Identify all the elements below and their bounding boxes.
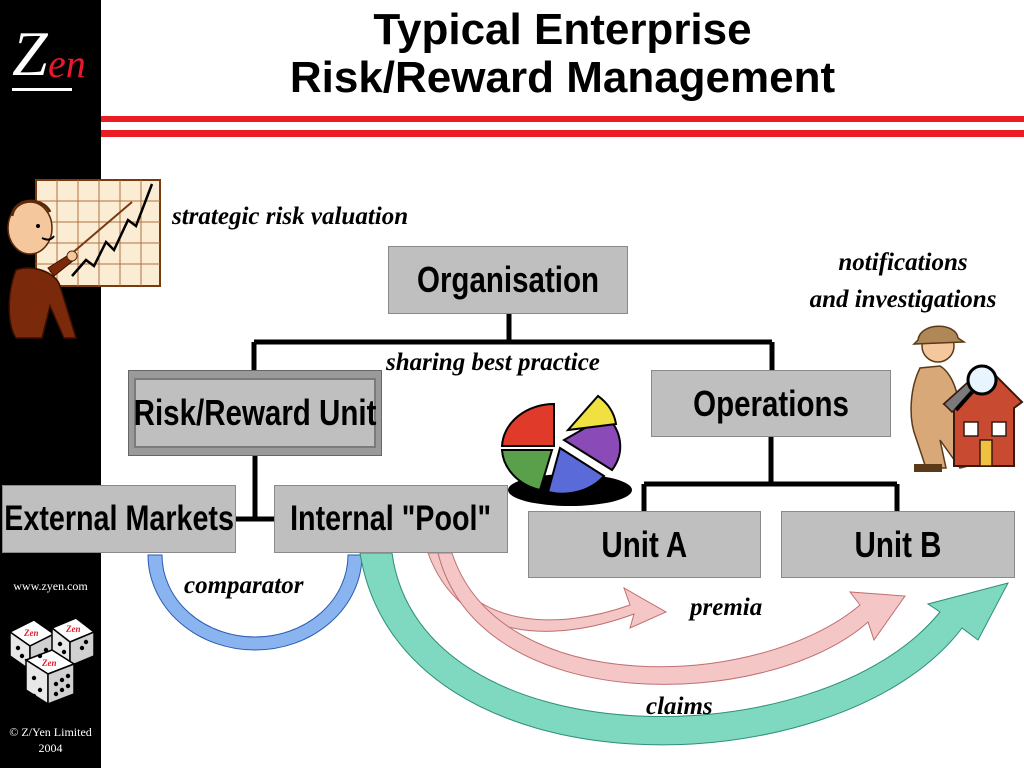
comparator-arc (147, 554, 363, 651)
zyen-logo: Z en (8, 22, 96, 102)
notifications-line1: notifications (838, 249, 968, 276)
website-link[interactable]: www.zyen.com (13, 579, 88, 593)
external-markets-label: External Markets (4, 499, 234, 538)
copyright-line1: © Z/Yen Limited (9, 725, 92, 739)
sharing-best-practice-label: sharing best practice (386, 349, 600, 376)
svg-text:Zen: Zen (23, 628, 39, 638)
operations-label: Operations (693, 382, 849, 424)
organisation-box[interactable]: Organisation (388, 246, 628, 314)
detective-house-icon (910, 325, 1024, 472)
unit-b-label: Unit B (854, 523, 942, 565)
claims-label: claims (646, 693, 713, 720)
copyright-line2: 2004 (38, 741, 63, 755)
title-line1: Typical Enterprise (373, 5, 752, 54)
claims-arrow (359, 552, 1009, 746)
copyright-notice: © Z/Yen Limited 2004 (0, 724, 101, 756)
svg-text:Zen: Zen (41, 658, 57, 668)
internal-pool-label: Internal "Pool" (290, 499, 492, 538)
premia-label: premia (690, 594, 763, 621)
pie-chart-icon (500, 394, 632, 506)
operations-box[interactable]: Operations (651, 370, 891, 437)
internal-pool-box[interactable]: Internal "Pool" (274, 485, 508, 553)
unit-a-box[interactable]: Unit A (528, 511, 761, 578)
strategic-risk-valuation-label: strategic risk valuation (172, 203, 409, 230)
title-rule-top (101, 116, 1024, 122)
notifications-label: notifications and investigations (784, 244, 1022, 318)
page-title: Typical Enterprise Risk/Reward Managemen… (101, 6, 1024, 102)
external-markets-box[interactable]: External Markets (2, 485, 236, 553)
businessman-chart-icon (7, 179, 161, 339)
premia-arrow-unit-b (437, 552, 906, 685)
logo-z: Z (12, 18, 48, 89)
organisation-label: Organisation (416, 259, 600, 300)
svg-text:Zen: Zen (65, 624, 81, 634)
comparator-label: comparator (184, 572, 304, 599)
unit-b-box[interactable]: Unit B (781, 511, 1015, 578)
logo-en: en (48, 41, 86, 86)
logo-underline (12, 88, 72, 91)
notifications-line2: and investigations (809, 286, 997, 313)
tree-lines (236, 314, 900, 522)
risk-reward-unit-label: Risk/Reward Unit (133, 392, 377, 433)
risk-reward-unit-box[interactable]: Risk/Reward Unit (134, 378, 376, 448)
unit-a-label: Unit A (601, 523, 688, 565)
title-line2: Risk/Reward Management (289, 53, 836, 102)
title-rule-bottom (101, 130, 1024, 137)
